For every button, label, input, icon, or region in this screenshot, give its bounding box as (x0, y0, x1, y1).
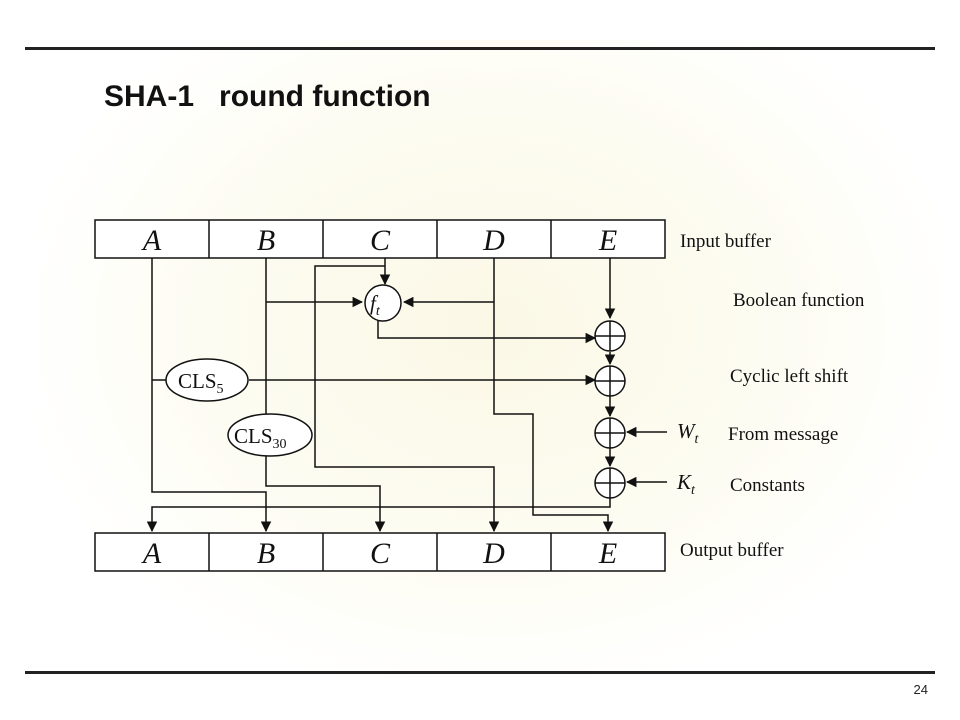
top-rule (25, 47, 935, 50)
ft-label: ft (370, 291, 381, 319)
output-buffer-label: Output buffer (680, 540, 784, 561)
adder-chain (594, 320, 626, 499)
wire-ft-to-adder1 (377, 320, 597, 344)
cls30-node: CLS30 (227, 413, 313, 457)
wire-a-to-output-b (151, 258, 272, 533)
cls5-ellipse (165, 358, 249, 402)
wires (146, 258, 667, 533)
wire-cls30-to-output-c (265, 456, 386, 533)
slide-title: SHA-1 round function (104, 80, 431, 113)
page-number: 24 (913, 682, 928, 697)
cls5-label: CLS5 (178, 369, 224, 397)
output-register-c: C (370, 537, 391, 570)
output-buffer: A B C D E (94, 532, 666, 572)
output-register-b: B (257, 537, 275, 570)
output-register-e: E (598, 537, 617, 570)
kt-label: Kt (676, 470, 696, 498)
cls5-node: CLS5 (165, 358, 249, 402)
wt-label: Wt (677, 419, 700, 447)
input-buffer: A B C D E (94, 219, 666, 259)
from-message-label: From message (728, 424, 838, 445)
boolean-function-label: Boolean function (733, 290, 865, 311)
input-register-b: B (257, 224, 275, 257)
input-register-d: D (482, 224, 505, 257)
constants-label: Constants (730, 475, 805, 496)
wire-adder4-to-output-a (146, 498, 611, 533)
input-register-a: A (141, 224, 162, 257)
output-register-a: A (141, 537, 162, 570)
bottom-rule (25, 671, 935, 674)
output-buffer-box (94, 532, 666, 572)
ft-circle (364, 284, 402, 322)
cyclic-left-shift-label: Cyclic left shift (730, 366, 849, 387)
cls30-ellipse (227, 413, 313, 457)
input-buffer-box (94, 219, 666, 259)
wire-c-to-output-d (314, 265, 500, 533)
boolean-function-node: ft (364, 284, 402, 322)
input-register-e: E (598, 224, 617, 257)
cls30-label: CLS30 (234, 424, 287, 452)
input-buffer-label: Input buffer (680, 231, 772, 252)
slide-background-panel (40, 40, 940, 680)
adder-1 (594, 320, 626, 352)
output-register-d: D (482, 537, 505, 570)
adder-4 (594, 467, 626, 499)
input-register-c: C (370, 224, 391, 257)
adder-2 (594, 365, 626, 397)
wire-d-to-output-e (493, 258, 614, 533)
adder-3 (594, 417, 626, 449)
